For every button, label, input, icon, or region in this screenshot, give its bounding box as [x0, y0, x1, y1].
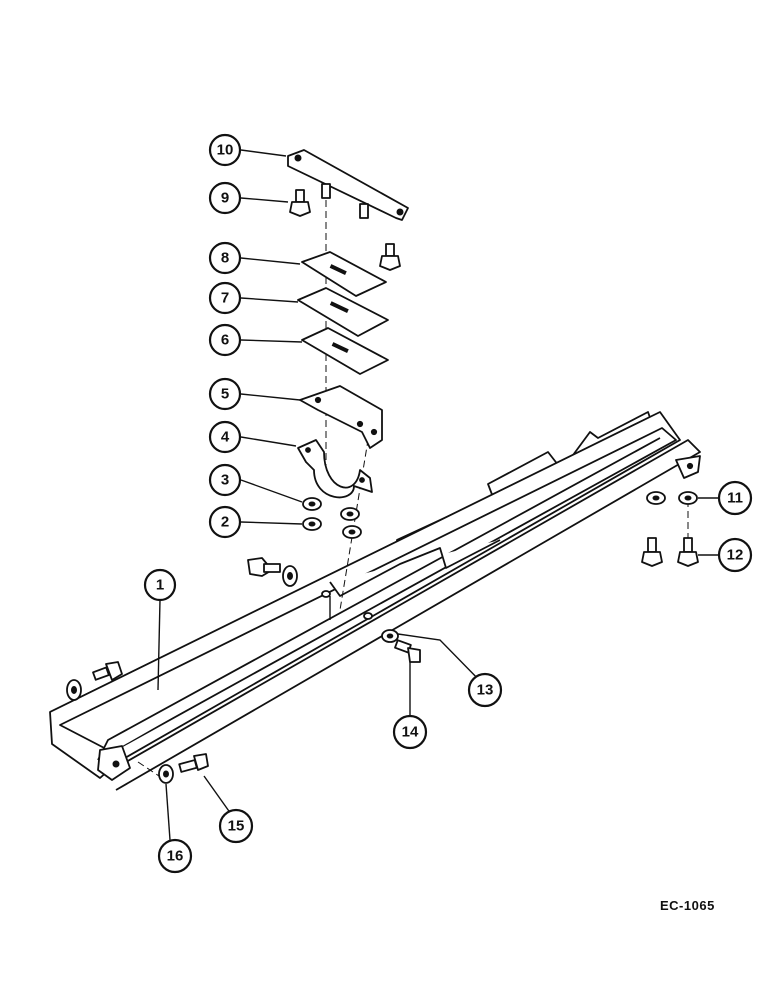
callout-3: 3	[208, 463, 242, 497]
callout-label-15: 15	[228, 818, 245, 835]
callout-5: 5	[208, 377, 242, 411]
callout-label-4: 4	[221, 429, 230, 446]
lock-washer-3b	[340, 507, 360, 521]
callout-label-14: 14	[402, 724, 419, 741]
washer-16	[158, 764, 174, 784]
bolt-15	[178, 753, 209, 773]
shim-7	[297, 287, 389, 337]
callout-13: 13	[467, 672, 503, 708]
callout-label-8: 8	[221, 250, 229, 267]
exploded-centerline-washer	[137, 761, 163, 779]
shim-8	[301, 251, 387, 297]
callout-16: 16	[157, 838, 193, 874]
callout-11: 11	[717, 480, 753, 516]
side-washer	[282, 565, 298, 587]
left-end-bolt	[92, 661, 123, 681]
left-end-washer	[66, 679, 82, 701]
cap-screw-9	[289, 189, 311, 217]
u-clamp	[297, 439, 373, 499]
washer-13	[381, 629, 399, 643]
callout-label-3: 3	[221, 472, 229, 489]
hex-nut-2b	[342, 525, 362, 539]
callout-9: 9	[208, 181, 242, 215]
callout-label-7: 7	[221, 290, 229, 307]
callout-2: 2	[208, 505, 242, 539]
callout-7: 7	[208, 281, 242, 315]
callout-14: 14	[392, 714, 428, 750]
bolt-12	[677, 537, 699, 567]
mounting-bracket	[299, 385, 383, 449]
strap-plate	[287, 149, 409, 221]
washer-11	[678, 491, 698, 505]
callout-15: 15	[218, 808, 254, 844]
leader-lines	[157, 149, 718, 841]
washer-right-extra	[646, 491, 666, 505]
cap-screw-right	[379, 243, 401, 271]
callout-8: 8	[208, 241, 242, 275]
bolt-right-extra	[641, 537, 663, 567]
callout-4: 4	[208, 420, 242, 454]
bolt-14	[394, 639, 421, 663]
callout-label-12: 12	[727, 547, 744, 564]
callout-label-6: 6	[221, 332, 229, 349]
callout-label-11: 11	[727, 490, 743, 507]
side-bolt	[247, 557, 281, 577]
callout-label-9: 9	[221, 190, 229, 207]
shim-6	[301, 327, 389, 375]
callout-label-2: 2	[221, 514, 229, 531]
lock-washer-3	[302, 497, 322, 511]
callout-1: 1	[143, 568, 177, 602]
callout-label-10: 10	[217, 142, 234, 159]
hex-nut-2	[302, 517, 322, 531]
callout-label-16: 16	[167, 848, 184, 865]
channel-rail	[49, 411, 701, 791]
callout-6: 6	[208, 323, 242, 357]
callout-label-13: 13	[477, 682, 494, 699]
callout-12: 12	[717, 537, 753, 573]
callout-label-5: 5	[221, 386, 229, 403]
drawing-id: EC-1065	[660, 898, 715, 913]
callout-label-1: 1	[156, 577, 164, 594]
callout-10: 10	[208, 133, 242, 167]
